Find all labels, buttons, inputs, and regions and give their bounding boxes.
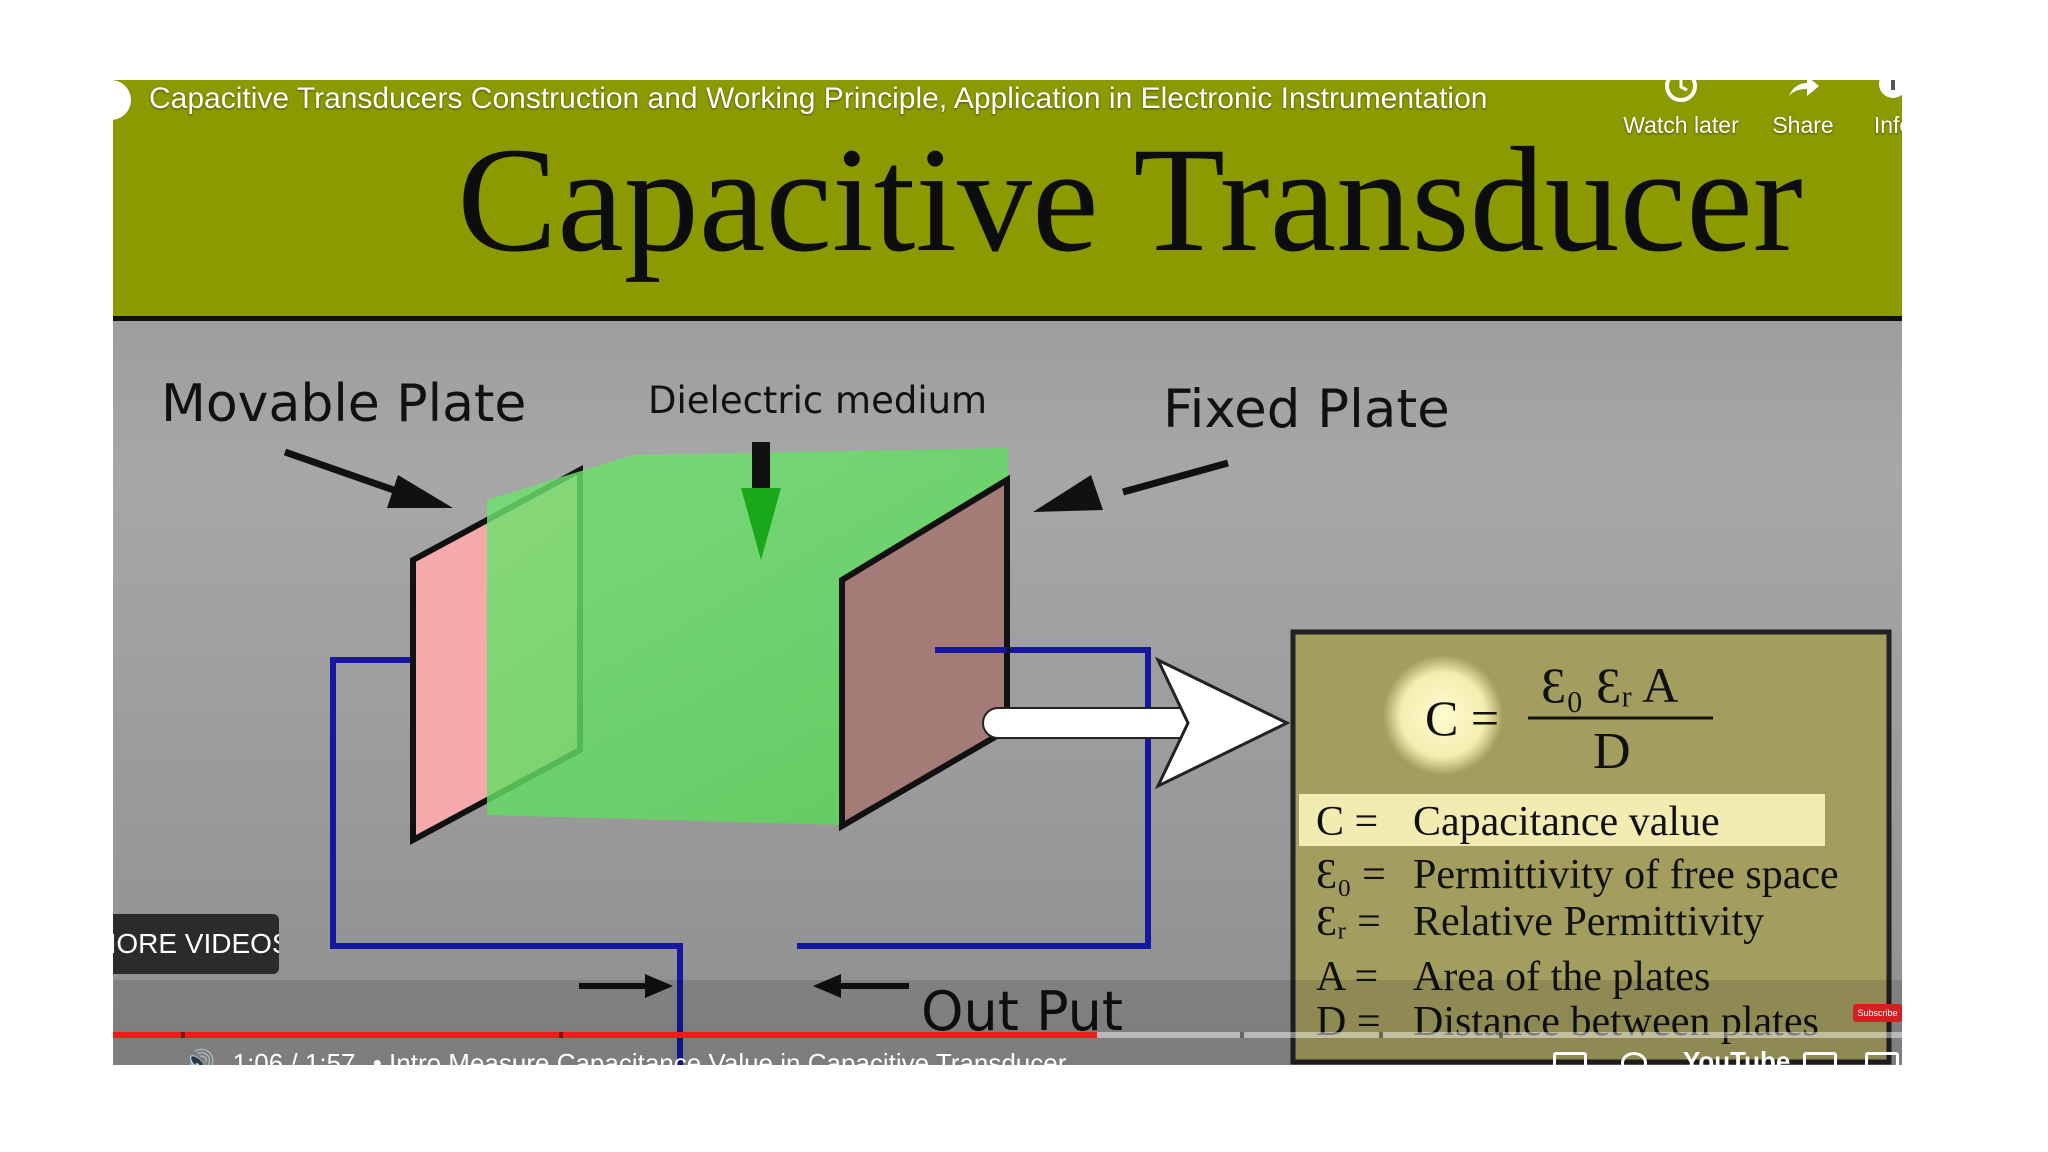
- chapter-marker: [1379, 1032, 1383, 1038]
- formula-legend: C = Capacitance value Ɛ₀ = Permittivity of …: [1316, 799, 1839, 1045]
- subtitles-icon[interactable]: [1553, 1052, 1587, 1065]
- fixed-plate-arrow: [1033, 459, 1229, 512]
- legend-description: Area of the plates: [1413, 954, 1710, 1000]
- formula-numerator: Ɛ₀ Ɛᵣ A: [1541, 657, 1678, 713]
- progress-played: [113, 1032, 1097, 1038]
- video-player[interactable]: Capacitive Transducer Movable Plate Diel…: [113, 80, 1902, 1065]
- legend-highlight: [1299, 794, 1825, 846]
- youtube-logo[interactable]: YouTube: [1683, 1046, 1791, 1065]
- legend-symbol: A =: [1316, 954, 1378, 1000]
- formula-lhs: C =: [1425, 690, 1499, 746]
- legend-symbol: C =: [1316, 799, 1378, 845]
- legend-description: Relative Permittivity: [1413, 899, 1764, 945]
- top-overlay: Capacitive Transducers Construction and …: [113, 80, 1902, 150]
- share-label: Share: [1772, 112, 1834, 138]
- channel-avatar[interactable]: [113, 80, 131, 120]
- time-and-chapter: 🔊 1:06 / 1:57 • Intro Measure Capacitanc…: [113, 1048, 1076, 1065]
- formula-box: C = Ɛ₀ Ɛᵣ A D: [1290, 629, 1892, 1065]
- slide-header-band: [113, 80, 1902, 318]
- dielectric-arrow: [741, 442, 781, 560]
- info-label: Info: [1873, 112, 1902, 138]
- watch-later-button[interactable]: Watch later: [1616, 80, 1746, 139]
- time-display: 1:06 / 1:57: [232, 1048, 356, 1065]
- clock-icon: [1665, 80, 1697, 102]
- controls-gradient: [113, 980, 1902, 1065]
- legend-description: Permittivity of free space: [1413, 852, 1839, 898]
- chapter-title[interactable]: • Intro Measure Capacitance Value in Cap…: [372, 1048, 1067, 1065]
- formula-denominator: D: [1593, 723, 1631, 780]
- legend-symbol: Ɛᵣ =: [1316, 899, 1381, 945]
- slide-frame: Capacitive Transducer Movable Plate Diel…: [113, 80, 1902, 1065]
- legend-description: Capacitance value: [1413, 799, 1720, 845]
- chapter-marker: [181, 1032, 185, 1038]
- output-arrow: [982, 656, 1291, 790]
- formula-highlight: [1383, 655, 1503, 775]
- info-icon: [1879, 80, 1902, 98]
- volume-icon[interactable]: 🔊: [183, 1048, 216, 1065]
- dielectric-medium-label: Dielectric medium: [648, 379, 987, 422]
- gear-icon[interactable]: [1621, 1052, 1647, 1065]
- chapter-marker: [559, 1032, 563, 1038]
- movable-plate-label: Movable Plate: [161, 374, 526, 434]
- circuit-wires: [330, 647, 1151, 1065]
- fixed-plate-label: Fixed Plate: [1163, 379, 1450, 440]
- legend-description: Distance between plates: [1413, 999, 1819, 1045]
- watch-later-label: Watch later: [1623, 112, 1739, 138]
- legend-symbol: D =: [1316, 999, 1381, 1045]
- share-arrow-icon: [1789, 80, 1819, 96]
- info-button[interactable]: Info: [1853, 80, 1902, 139]
- chapter-marker: [1499, 1032, 1503, 1038]
- output-terminal-arrows: [579, 974, 909, 998]
- movable-plate-arrow: [283, 448, 453, 508]
- fullscreen-icon[interactable]: [1865, 1052, 1899, 1065]
- theater-mode-icon[interactable]: [1803, 1052, 1837, 1065]
- chapter-marker: [1240, 1032, 1244, 1038]
- progress-bar[interactable]: [113, 1032, 1902, 1038]
- slide-header-divider: [113, 316, 1902, 321]
- subscribe-watermark[interactable]: Subscribe: [1853, 1004, 1902, 1022]
- video-title[interactable]: Capacitive Transducers Construction and …: [149, 82, 1488, 115]
- slide-heading: Capacitive Transducer: [457, 117, 1803, 283]
- legend-symbol: Ɛ₀ =: [1316, 852, 1386, 898]
- share-button[interactable]: Share: [1753, 80, 1853, 139]
- player-controls: 🔊 1:06 / 1:57 • Intro Measure Capacitanc…: [113, 1046, 1902, 1065]
